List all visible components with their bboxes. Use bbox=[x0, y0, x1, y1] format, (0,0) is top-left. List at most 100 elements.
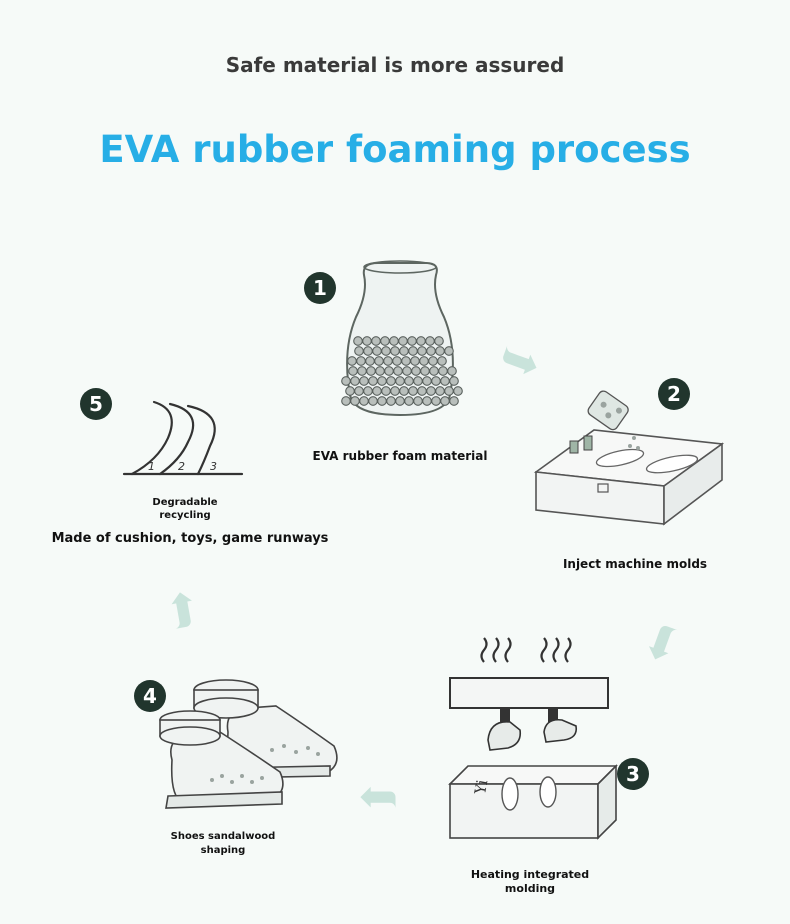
bead bbox=[381, 386, 391, 396]
bead bbox=[359, 376, 369, 386]
bead bbox=[377, 396, 387, 406]
mold-icon bbox=[533, 390, 725, 526]
bead bbox=[383, 356, 393, 366]
bead bbox=[363, 386, 373, 396]
step-5-caption-line2: recycling bbox=[159, 510, 211, 521]
bead bbox=[437, 356, 447, 366]
bead bbox=[359, 396, 369, 406]
bead bbox=[377, 376, 387, 386]
step-3-caption: Heating integrated bbox=[470, 868, 590, 881]
bead bbox=[417, 386, 427, 396]
bead bbox=[350, 396, 360, 406]
step-2-caption: Inject machine molds bbox=[562, 557, 708, 571]
bead bbox=[413, 376, 423, 386]
step-4-caption: Shoes sandalwood bbox=[170, 831, 276, 842]
bead bbox=[413, 396, 423, 406]
bead bbox=[395, 376, 405, 386]
step-3-badge: 3 bbox=[617, 758, 649, 790]
flow-arrow-3: ➥ bbox=[358, 770, 399, 826]
bead bbox=[426, 346, 436, 356]
bead bbox=[384, 366, 394, 376]
bead bbox=[431, 376, 441, 386]
step-4-caption-line2: shaping bbox=[200, 845, 246, 856]
bead bbox=[444, 346, 454, 356]
bead bbox=[368, 396, 378, 406]
bead bbox=[408, 386, 418, 396]
lane-label-3: 3 bbox=[210, 460, 217, 473]
bead bbox=[390, 346, 400, 356]
bead bbox=[393, 366, 403, 376]
bead bbox=[444, 386, 454, 396]
bead bbox=[422, 376, 432, 386]
bead-jar-icon bbox=[341, 260, 463, 417]
bead bbox=[435, 346, 445, 356]
bead bbox=[365, 356, 375, 366]
page-title: EVA rubber foaming process bbox=[99, 128, 691, 171]
mold-mark: Yi bbox=[471, 778, 492, 796]
bead bbox=[341, 376, 351, 386]
bead bbox=[434, 336, 444, 346]
bead bbox=[347, 356, 357, 366]
lane-label-2: 2 bbox=[178, 460, 185, 473]
bead bbox=[348, 366, 358, 376]
bead bbox=[392, 356, 402, 366]
page-subtitle: Safe material is more assured bbox=[225, 53, 565, 77]
bead bbox=[350, 376, 360, 386]
bead bbox=[356, 356, 366, 366]
flow-arrow-2: ➥ bbox=[628, 614, 696, 672]
bead bbox=[429, 366, 439, 376]
bead bbox=[371, 336, 381, 346]
bead bbox=[411, 366, 421, 376]
bead bbox=[440, 376, 450, 386]
bead bbox=[399, 346, 409, 356]
bead bbox=[368, 376, 378, 386]
bead bbox=[363, 346, 373, 356]
runway-icon: 1 2 3 bbox=[122, 400, 244, 476]
flow-arrow-1: ➥ bbox=[491, 327, 549, 395]
step-1-caption: EVA rubber foam material bbox=[312, 449, 488, 463]
bead bbox=[353, 336, 363, 346]
shoes-icon bbox=[159, 679, 338, 809]
heat-press-icon bbox=[448, 637, 618, 840]
bead bbox=[416, 336, 426, 346]
bead bbox=[354, 386, 364, 396]
bead bbox=[399, 386, 409, 396]
bead bbox=[386, 376, 396, 386]
bead bbox=[389, 336, 399, 346]
bead bbox=[386, 396, 396, 406]
bead bbox=[380, 336, 390, 346]
bead bbox=[449, 376, 459, 386]
bead bbox=[422, 396, 432, 406]
bead bbox=[447, 366, 457, 376]
bead bbox=[407, 336, 417, 346]
bead bbox=[404, 376, 414, 386]
bead bbox=[362, 336, 372, 346]
bead bbox=[419, 356, 429, 366]
bead bbox=[402, 366, 412, 376]
bead bbox=[417, 346, 427, 356]
bead bbox=[410, 356, 420, 366]
bead bbox=[435, 386, 445, 396]
bead bbox=[440, 396, 450, 406]
bead bbox=[372, 386, 382, 396]
bead bbox=[453, 386, 463, 396]
step-4-badge: 4 bbox=[134, 680, 166, 712]
bead bbox=[390, 386, 400, 396]
bead bbox=[404, 396, 414, 406]
bead bbox=[398, 336, 408, 346]
bead bbox=[357, 366, 367, 376]
bead bbox=[395, 396, 405, 406]
bead bbox=[428, 356, 438, 366]
bead bbox=[431, 396, 441, 406]
bead bbox=[381, 346, 391, 356]
bead bbox=[426, 386, 436, 396]
bead bbox=[374, 356, 384, 366]
step-5-usage: Made of cushion, toys, game runways bbox=[51, 531, 329, 546]
bead bbox=[408, 346, 418, 356]
step-5-caption: Degradable bbox=[152, 497, 218, 508]
bead bbox=[341, 396, 351, 406]
bead bbox=[425, 336, 435, 346]
step-3-caption-line2: molding bbox=[504, 882, 556, 895]
flow-arrow-4: ➥ bbox=[151, 585, 214, 635]
bead bbox=[345, 386, 355, 396]
